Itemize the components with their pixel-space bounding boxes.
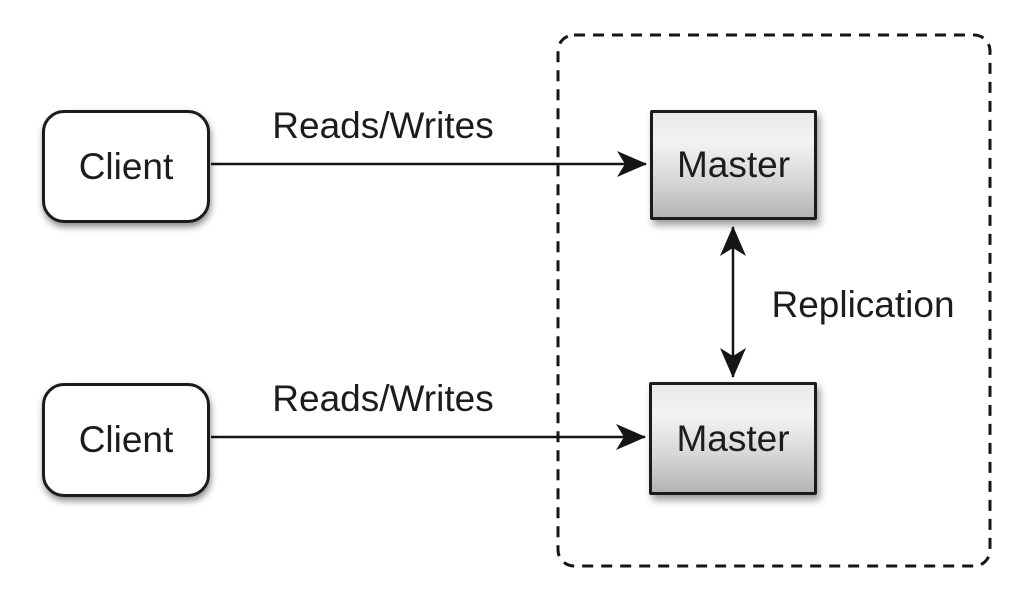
node-client-bottom-label: Client [78,419,174,460]
node-master-bottom-label: Master [676,417,790,459]
node-client-top-label: Client [78,145,174,187]
node-master-top-label: Master [676,144,791,185]
edge-label-reads-writes-bottom: Reads/Writes [272,378,494,419]
edge-label-replication: Replication [771,284,955,325]
node-client-top: Client [42,110,210,223]
edge-label-reads-writes-top: Reads/Writes [272,105,494,146]
node-master-top: Master [650,110,817,220]
node-master-bottom: Master [649,382,817,495]
node-client-bottom: Client [42,383,210,497]
